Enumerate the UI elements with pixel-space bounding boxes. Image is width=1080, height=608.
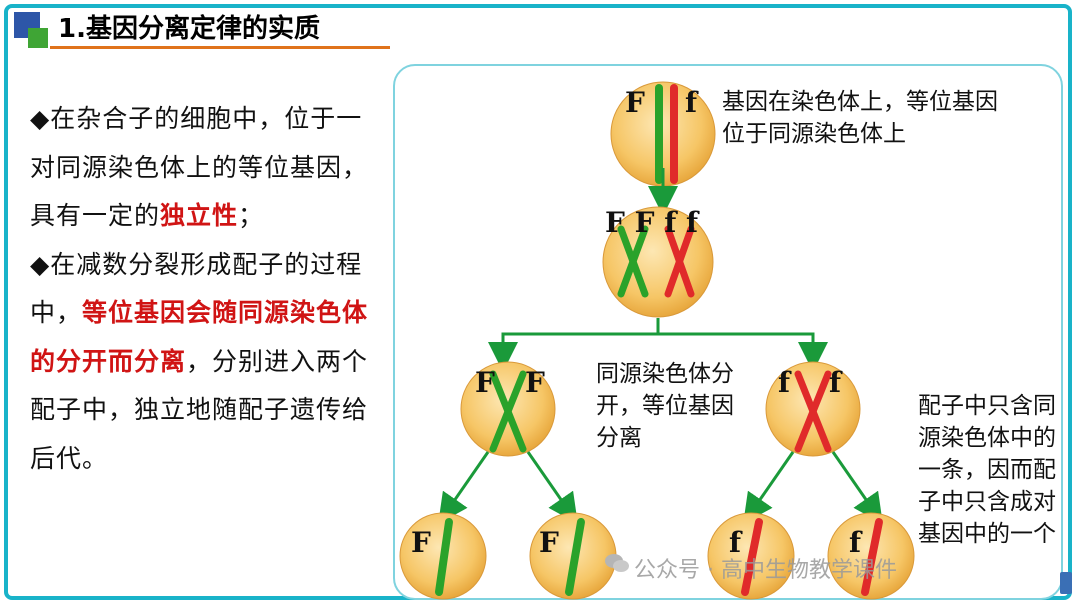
diagram-panel [393,64,1063,600]
gene-F-left: F [475,366,495,399]
cell-left-FF: F F [460,361,556,457]
title-underline [50,8,390,49]
point-2-end: ，分别进入两个配子中，独立地随配子遗传给后代。 [30,346,369,473]
branch-connector [501,332,815,354]
point-1-end: ； [238,201,265,230]
point-1-highlight: 独立性 [160,201,239,230]
gene-F-label: F [625,86,645,119]
gene-f-right: f [829,366,843,399]
cell-top: F f [610,81,716,187]
gamete-f-2: f [827,512,915,600]
gene-f-left: f [778,366,792,399]
meiosis-diagram: F f F F f f F F f f F [399,81,915,600]
svg-text:F: F [539,526,559,559]
gene-FFff-label: F F f f [605,206,700,239]
slide-title: 1.基因分离定律的实质 [58,14,320,44]
label-homologous-genes: 基因在染色体上，等位基因位于同源染色体上 [722,89,998,147]
cell-duplicated: F F f f [602,206,714,318]
gene-F-right: F [525,366,545,399]
wechat-icon [605,554,629,572]
label-separation: 同源染色体分开，等位基因分离 [596,361,734,451]
label-gametes: 配子中只含同源染色体中的一条，因而配子中只含成对基因中的一个 [918,393,1056,547]
svg-text:f: f [729,526,743,559]
point-2-highlight: 等位基因会随同源染色体的分开而分离 [30,298,369,376]
chromosome-green [655,84,663,184]
chromosome-red [670,84,678,184]
watermark: 公众号 · 高中生物教学课件 [634,558,897,583]
svg-text:F: F [411,526,431,559]
gamete-F-1: F [399,512,487,600]
gamete-f-1: f [707,512,795,600]
explanation-text: ◆在杂合子的细胞中，位于一对同源染色体上的等位基因，具有一定的独立性； ◆在减数… [30,95,380,483]
gamete-F-2: F [529,512,617,600]
gene-f-label: f [685,86,699,119]
svg-text:f: f [849,526,863,559]
cell-right-ff: f f [765,361,861,457]
corner-marker [1060,572,1072,594]
point-1-text: ◆在杂合子的细胞中，位于一对同源染色体上的等位基因，具有一定的 [30,104,369,230]
title-square-green [28,28,48,48]
point-2-text: ◆在减数分裂形成配子的过程中， [30,249,363,328]
